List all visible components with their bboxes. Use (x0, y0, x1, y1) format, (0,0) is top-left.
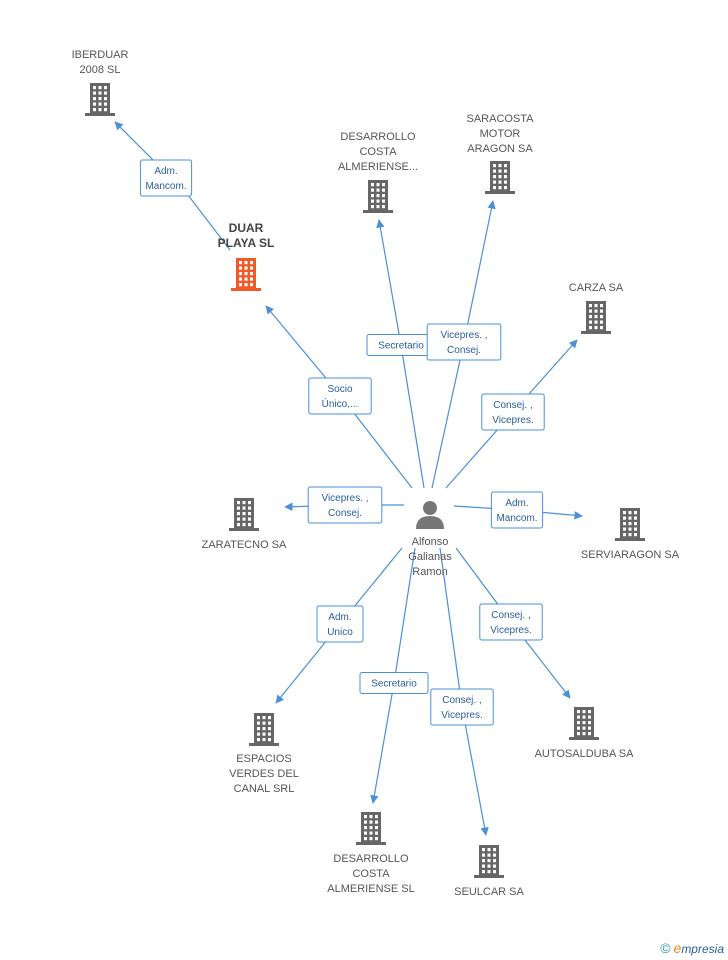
node-label: IBERDUAR (72, 49, 129, 61)
edge-label-espacios[interactable]: Adm. Unico (316, 605, 364, 643)
edge-label-box (139, 159, 193, 197)
edge-label-box (307, 486, 383, 524)
edge-label-iberduar[interactable]: Adm. Mancom. (139, 159, 193, 197)
edge-label-text: Vicepres. , (440, 330, 487, 341)
building-icon-autosalduba[interactable] (569, 707, 599, 740)
node-label: VERDES DEL (229, 768, 299, 780)
edge-label-text: Vicepres. , (321, 493, 368, 504)
node-label: Alfonso (412, 536, 449, 548)
edge-label-duar[interactable]: SocioÚnico,... (308, 377, 372, 415)
node-label: ARAGON SA (467, 143, 533, 155)
edge-label-saracosta[interactable]: Vicepres. , Consej. (426, 323, 502, 361)
edge-label-box (481, 393, 545, 431)
node-label: CARZA SA (569, 282, 624, 294)
edge-label-text: Secretario (378, 341, 424, 352)
building-icon-iberduar[interactable] (85, 83, 115, 116)
edge-label-text: Consej. , (493, 400, 532, 411)
copyright-icon: © (660, 940, 671, 956)
node-label: COSTA (352, 868, 390, 880)
edge-label-desarrollo2[interactable]: Secretario (359, 672, 429, 694)
building-icon-seulcar[interactable] (474, 845, 504, 878)
node-label: ZARATECNO SA (202, 539, 287, 551)
building-icon-desarrollo2[interactable] (356, 812, 386, 845)
empresia-logo: ©empresia (660, 940, 724, 956)
building-icon-desarrollo1[interactable] (363, 180, 393, 213)
node-label: DESARROLLO (333, 853, 409, 865)
node-label: DESARROLLO (340, 131, 416, 143)
edge-label-text: Consej. , (442, 695, 481, 706)
edge-label-text: Mancom. (145, 181, 186, 192)
edge-labels-layer: Adm.Mancom.SocioÚnico,...SecretarioVicep… (139, 159, 545, 726)
edge-label-box (490, 491, 544, 529)
node-label: SERVIARAGON SA (581, 549, 680, 561)
node-label: ALMERIENSE SL (327, 883, 414, 895)
edge-label-box (308, 377, 372, 415)
person-icon[interactable] (416, 501, 444, 529)
brand-initial: e (673, 940, 682, 956)
brand-name: mpresia (681, 942, 724, 956)
node-label: SARACOSTA (466, 113, 534, 125)
node-label: ESPACIOS (236, 753, 291, 765)
node-label: COSTA (359, 146, 397, 158)
edge-label-text: Consej. (328, 508, 362, 519)
node-label: DUAR (229, 221, 264, 235)
building-icon-zaratecno[interactable] (229, 498, 259, 531)
edge-label-serviaragon[interactable]: Adm. Mancom. (490, 491, 544, 529)
building-icon-duar[interactable] (231, 258, 261, 291)
edge-label-zaratecno[interactable]: Vicepres. , Consej. (307, 486, 383, 524)
building-icon-saracosta[interactable] (485, 161, 515, 194)
node-label: Ramon (412, 566, 447, 578)
edge-label-box (426, 323, 502, 361)
edge-label-box (316, 605, 364, 643)
edge-label-text: Vicepres. (441, 710, 483, 721)
edge-label-text: Consej. (447, 345, 481, 356)
node-label: 2008 SL (80, 64, 121, 76)
edge-label-seulcar[interactable]: Consej. , Vicepres. (430, 688, 494, 726)
edge-label-text: Consej. , (491, 610, 530, 621)
building-icon-espacios[interactable] (249, 713, 279, 746)
edge-label-box (479, 603, 543, 641)
edge-label-carza[interactable]: Consej. , Vicepres. (481, 393, 545, 431)
edge-label-text: Adm. (328, 612, 351, 623)
edge-label-box (359, 672, 429, 694)
node-label: MOTOR (480, 128, 521, 140)
building-icon-serviaragon[interactable] (615, 508, 645, 541)
edge-label-text: Único,... (322, 397, 359, 410)
node-label: Galianas (408, 551, 452, 563)
edge-label-text: Adm. (154, 166, 177, 177)
node-label: SEULCAR SA (454, 886, 524, 898)
node-label: PLAYA SL (218, 236, 275, 250)
node-label: ALMERIENSE... (338, 161, 418, 173)
building-icon-carza[interactable] (581, 301, 611, 334)
edge-label-text: Adm. (505, 498, 528, 509)
edge-label-text: Secretario (371, 679, 417, 690)
edge-label-text: Unico (327, 627, 353, 638)
node-label: AUTOSALDUBA SA (535, 748, 634, 760)
edge-label-text: Mancom. (496, 513, 537, 524)
edge-label-text: Vicepres. (492, 415, 534, 426)
edge-label-desarrollo1[interactable]: Secretario (366, 334, 436, 356)
node-label: CANAL SRL (234, 783, 295, 795)
edge-label-autosalduba[interactable]: Consej. , Vicepres. (479, 603, 543, 641)
edge-label-text: Socio (327, 384, 352, 395)
edge-label-box (430, 688, 494, 726)
edge-label-text: Vicepres. (490, 625, 532, 636)
edges-layer (114, 121, 583, 836)
